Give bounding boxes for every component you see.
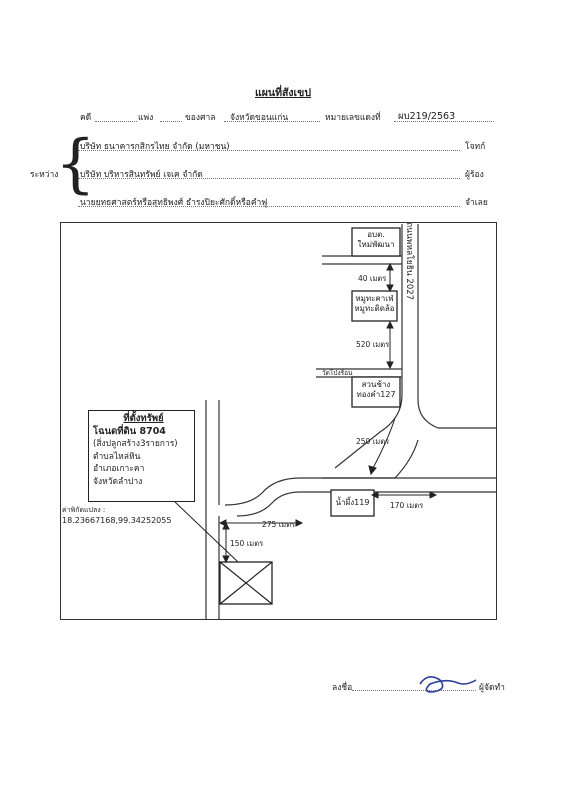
coords-value: 18.23667168,99.34252055 <box>62 516 172 525</box>
case-number-label: หมายเลขแดงที่ <box>325 113 381 123</box>
school-label-2: ทองคำ127 <box>356 390 396 399</box>
cafe-box <box>351 290 398 322</box>
office-label-2: ใหม่พัฒนา <box>357 240 395 249</box>
highway-label: ถนนพหลโยธิน 2027 <box>404 222 414 301</box>
shop-box <box>330 489 375 517</box>
dist-520-label: 520 เมตร <box>356 340 390 349</box>
dist-150-label: 150 เมตร <box>230 539 264 548</box>
property-deed: โฉนดที่ดิน 8704 <box>93 425 166 437</box>
cafe-label: หมูทะคาเฟ่ หมูทะติดล้อ <box>352 294 397 314</box>
defendant-role: จำเลย <box>465 198 488 208</box>
temple-label: วัดโป่งร้อน <box>322 369 353 377</box>
court-name: จังหวัดขอนแก่น <box>230 113 289 123</box>
defendant-name: นายยุทธศาสตร์หรือสุทธิพงศ์ ธำรงปิยะศักดิ… <box>80 198 268 208</box>
access-road-top <box>224 477 322 506</box>
property-buildings: (สิ่งปลูกสร้าง3รายการ) <box>93 439 178 449</box>
petitioner-role: ผู้ร้อง <box>465 170 484 180</box>
school-label-1: สวนช้าง <box>361 380 391 389</box>
sign-label: ลงชื่อ <box>332 683 353 693</box>
cafe-label-2: หมูทะติดล้อ <box>354 304 395 313</box>
brace-icon: { <box>55 127 96 201</box>
page-title: แผนที่สังเขป <box>255 87 311 99</box>
office-label: อบต. ใหม่พัฒนา <box>352 230 400 250</box>
map-frame <box>60 222 497 620</box>
office-label-1: อบต. <box>367 230 385 239</box>
petitioner-name: บริษัท บริหารสินทรัพย์ เจเค จำกัด <box>80 170 203 180</box>
property-district: อำเภอเกาะคา <box>93 464 145 474</box>
main-road-right-edge <box>417 224 497 429</box>
preparer-role: ผู้จัดทำ <box>479 683 505 693</box>
property-province: จังหวัดลำปาง <box>93 476 143 487</box>
office-box <box>351 227 401 257</box>
dist-170-label: 170 เมตร <box>390 501 424 510</box>
case-number: ผบ219/2563 <box>398 111 456 122</box>
cafe-label-1: หมูทะคาเฟ่ <box>355 294 394 303</box>
between-label: ระหว่าง <box>30 170 59 180</box>
dist-40-label: 40 เมตร <box>358 274 387 283</box>
coords-label: ค่าพิกัดแปลง : <box>62 506 106 514</box>
property-info-box: ที่ตั้งทรัพย์ โฉนดที่ดิน 8704 (สิ่งปลูกส… <box>88 410 195 502</box>
dist-275-label: 275 เมตร <box>262 520 296 529</box>
property-heading: ที่ตั้งทรัพย์ <box>123 413 164 424</box>
court-label: ของศาล <box>185 113 216 123</box>
plaintiff-role: โจทก์ <box>465 142 486 152</box>
dist-250-label: 250 เมตร <box>356 437 390 446</box>
main-road-left-edge <box>334 224 403 469</box>
property-subdistrict: ตำบลไหล่หิน <box>93 451 141 462</box>
property-pointer <box>174 501 239 563</box>
case-type: แพ่ง <box>138 113 154 123</box>
shop-label: น้ำผึ้ง119 <box>335 498 370 507</box>
plaintiff-name: บริษัท ธนาคารกสิกรไทย จำกัด (มหาชน) <box>80 142 230 152</box>
school-box <box>351 376 401 408</box>
highway-label-wrap: ถนนพหลโยธิน 2027 <box>404 222 420 302</box>
dist-250-arrow <box>371 417 396 471</box>
case-label: คดี <box>80 113 92 123</box>
school-label: สวนช้าง ทองคำ127 <box>352 380 400 400</box>
